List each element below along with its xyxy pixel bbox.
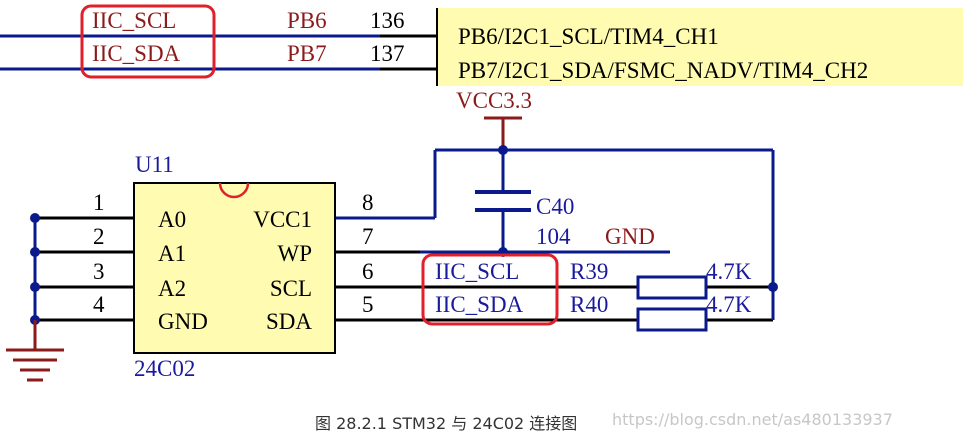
- mcu-pin-label-pb6: PB6/I2C1_SCL/TIM4_CH1: [458, 24, 719, 49]
- pin-name-right: SDA: [266, 309, 312, 334]
- ground-symbol: [6, 320, 64, 382]
- pin-number-left: 1: [93, 190, 105, 215]
- resistor-r40: [636, 307, 708, 332]
- net-label-scl-bottom: IIC_SCL: [435, 259, 519, 284]
- resistor-ref-r40: R40: [570, 292, 608, 317]
- mcu-pin-label-pb7: PB7/I2C1_SDA/FSMC_NADV/TIM4_CH2: [458, 58, 868, 83]
- resistor-value-r40: 4.7K: [706, 292, 752, 317]
- chip-notch: [218, 182, 250, 199]
- pin-number-right: 7: [362, 224, 374, 249]
- pin-name-left: A0: [158, 207, 186, 232]
- pin-name-right: SCL: [270, 276, 312, 301]
- net-label-sda-top: IIC_SDA: [92, 41, 181, 66]
- port-name-pb7: PB7: [287, 41, 327, 66]
- chip-ref: U11: [135, 152, 174, 177]
- pin-number-137: 137: [370, 41, 405, 66]
- pin-name-right: VCC1: [253, 207, 312, 232]
- mcu-body: [437, 8, 963, 86]
- figure-caption: 图 28.2.1 STM32 与 24C02 连接图 https://blog.…: [0, 408, 963, 438]
- pin-name-right: WP: [278, 241, 313, 266]
- chip-body: [133, 182, 336, 354]
- pin-number-right: 5: [362, 292, 374, 317]
- port-name-pb6: PB6: [287, 8, 327, 33]
- pin-number-left: 3: [93, 259, 105, 284]
- pin-number-left: 2: [93, 224, 105, 249]
- highlight-box-top: [80, 4, 216, 79]
- resistor-ref-r39: R39: [570, 259, 608, 284]
- pin-number-right: 6: [362, 259, 374, 284]
- cap-ref: C40: [536, 194, 574, 219]
- pin-name-left: A2: [158, 276, 186, 301]
- resistor-r39: [636, 275, 708, 300]
- pin-number-right: 8: [362, 190, 374, 215]
- net-label-sda-bottom: IIC_SDA: [435, 292, 524, 317]
- pin-number-left: 4: [93, 292, 105, 317]
- chip-part: 24C02: [134, 356, 195, 381]
- vcc-label: VCC3.3: [456, 88, 532, 113]
- pin-name-left: A1: [158, 241, 186, 266]
- pin-name-left: GND: [158, 309, 208, 334]
- net-label-scl-top: IIC_SCL: [92, 8, 176, 33]
- pin-number-136: 136: [370, 8, 405, 33]
- caption-watermark: https://blog.csdn.net/as480133937: [612, 410, 893, 429]
- resistor-value-r39: 4.7K: [706, 259, 752, 284]
- cap-value: 104: [536, 224, 571, 249]
- gnd-label: GND: [605, 224, 655, 249]
- highlight-box-bottom: [421, 253, 559, 326]
- junction-pullup: [768, 282, 778, 292]
- caption-title: 图 28.2.1 STM32 与 24C02 连接图: [315, 414, 578, 433]
